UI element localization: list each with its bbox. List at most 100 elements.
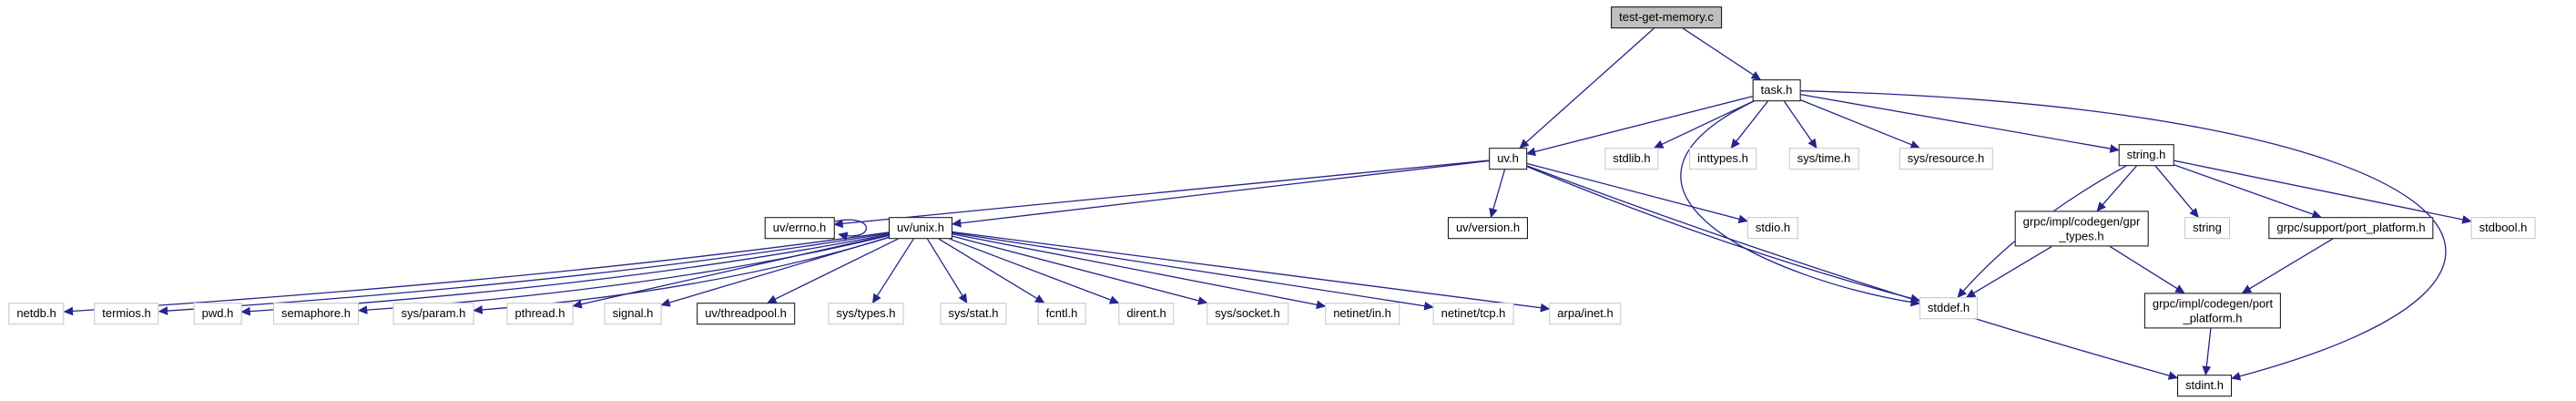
node-netinet-tcp-h: netinet/tcp.h [1432, 303, 1514, 324]
node-inttypes-h: inttypes.h [1689, 148, 1756, 170]
node-stdbool-h: stdbool.h [2470, 217, 2536, 239]
node-label: sys/time.h [1797, 151, 1851, 166]
edge-task-h--stdint-h [1800, 90, 2447, 381]
edge-gpr-types-h--codegen-port-platform-h [2110, 246, 2185, 293]
edge-test-get-memory-c--task-h [1682, 27, 1762, 80]
node-uv-h[interactable]: uv.h [1489, 148, 1527, 170]
edge-task-h--sys-resource-h [1800, 99, 1920, 149]
node-label: signal.h [612, 306, 654, 321]
edge-uv-unix-h--semaphore-h [357, 234, 890, 314]
edge-task-h--stddef-h [1680, 100, 1920, 307]
edge-uv-unix-h--signal-h [660, 236, 890, 307]
node-label: stdio.h [1755, 221, 1791, 235]
node-label: stddef.h [1927, 301, 1970, 315]
node-pthread-h: pthread.h [506, 303, 574, 324]
node-label: string [2193, 221, 2222, 235]
node-stdint-h[interactable]: stdint.h [2177, 375, 2232, 396]
node-label: uv/errno.h [772, 221, 827, 235]
edge-gpr-types-h--stddef-h [1965, 246, 2052, 298]
edge-string-h--string [2154, 165, 2199, 219]
edge-task-h--string-h [1800, 93, 2120, 153]
node-arpa-inet-h: arpa/inet.h [1549, 303, 1622, 324]
node-label: pwd.h [201, 306, 234, 321]
node-string-h[interactable]: string.h [2118, 144, 2174, 166]
edge-uv-h--stdio-h [1526, 162, 1748, 223]
node-semaphore-h: semaphore.h [273, 303, 359, 324]
node-codegen-port-platform-h[interactable]: grpc/impl/codegen/port_platform.h [2143, 293, 2282, 329]
node-label: sys/types.h [836, 306, 896, 321]
edge-task-h--sys-time-h [1783, 100, 1817, 149]
node-label: sys/socket.h [1215, 306, 1280, 321]
node-support-port-platform-h[interactable]: grpc/support/port_platform.h [2268, 217, 2434, 239]
node-task-h[interactable]: task.h [1752, 79, 1801, 101]
node-sys-stat-h: sys/stat.h [940, 303, 1007, 324]
node-label: uv/version.h [1455, 221, 1521, 235]
node-label: uv.h [1497, 151, 1519, 166]
node-label: _platform.h [2183, 311, 2243, 324]
edge-uv-unix-h--netdb-h [63, 231, 890, 316]
node-sys-param-h: sys/param.h [392, 303, 474, 324]
node-termios-h: termios.h [94, 303, 159, 324]
edge-uv-h--stddef-h [1526, 166, 1920, 303]
edge-string-h--gpr-types-h [2096, 165, 2138, 212]
edge-support-port-platform-h--codegen-port-platform-h [2241, 238, 2334, 293]
node-label: sys/param.h [401, 306, 466, 321]
node-label: task.h [1760, 83, 1793, 98]
edge-test-get-memory-c--uv-h [1519, 27, 1655, 149]
node-label: stdbool.h [2479, 221, 2528, 235]
node-label: uv/unix.h [896, 221, 945, 235]
node-test-get-memory-c: test-get-memory.c [1611, 6, 1722, 28]
edge-uv-unix-h--termios-h [158, 232, 890, 315]
node-label: pthread.h [514, 306, 565, 321]
edge-uv-unix-h--sys-types-h [871, 238, 915, 304]
node-sys-time-h: sys/time.h [1788, 148, 1859, 170]
edge-string-h--support-port-platform-h [2174, 164, 2322, 219]
node-label: stdint.h [2185, 378, 2224, 393]
node-stddef-h: stddef.h [1919, 297, 1979, 319]
edge-uv-unix-h--fcntl-h [938, 238, 1045, 303]
node-label: sys/resource.h [1907, 151, 1985, 166]
node-sys-resource-h: sys/resource.h [1899, 148, 1993, 170]
edge-task-h--stdlib-h [1654, 100, 1755, 149]
node-uv-threadpool-h[interactable]: uv/threadpool.h [697, 303, 795, 324]
node-dirent-h: dirent.h [1118, 303, 1175, 324]
node-label: stdlib.h [1613, 151, 1651, 166]
node-label: netinet/tcp.h [1441, 306, 1506, 321]
node-label: uv/threadpool.h [705, 306, 787, 321]
edge-uv-unix-h--pthread-h [572, 234, 890, 309]
edge-uv-unix-h--dirent-h [948, 238, 1120, 304]
edge-uv-h--uv-version-h [1489, 169, 1506, 219]
edge-uv-h--uv-unix-h [951, 159, 1490, 228]
node-label: inttypes.h [1697, 151, 1748, 166]
node-label: semaphore.h [281, 306, 351, 321]
node-uv-unix-h[interactable]: uv/unix.h [888, 217, 953, 239]
edge-uv-unix-h--arpa-inet-h [952, 231, 1551, 313]
edge-uv-unix-h--netinet-in-h [952, 233, 1327, 310]
node-label: sys/stat.h [948, 306, 999, 321]
node-netinet-in-h: netinet/in.h [1325, 303, 1400, 324]
node-gpr-types-h[interactable]: grpc/impl/codegen/gpr_types.h [2014, 211, 2149, 247]
node-label: fcntl.h [1045, 306, 1078, 321]
edge-uv-unix-h--sys-socket-h [952, 235, 1208, 305]
node-label: grpc/impl/codegen/port [2152, 296, 2274, 311]
node-label: netinet/in.h [1333, 306, 1391, 321]
node-uv-errno-h[interactable]: uv/errno.h [764, 217, 835, 239]
node-label: netdb.h [16, 306, 56, 321]
edge-uv-h--stdint-h [1526, 165, 2179, 380]
node-pwd-h: pwd.h [193, 303, 242, 324]
node-uv-version-h[interactable]: uv/version.h [1447, 217, 1529, 239]
node-fcntl-h: fcntl.h [1037, 303, 1086, 324]
node-label: dirent.h [1126, 306, 1166, 321]
edge-uv-unix-h--netinet-tcp-h [952, 231, 1434, 311]
node-label: arpa/inet.h [1557, 306, 1614, 321]
edge-uv-unix-h--sys-stat-h [926, 238, 968, 304]
node-label: grpc/impl/codegen/gpr [2022, 214, 2141, 229]
node-sys-types-h: sys/types.h [828, 303, 904, 324]
node-stdio-h: stdio.h [1746, 217, 1799, 239]
edge-string-h--stdbool-h [2174, 159, 2472, 224]
edge-task-h--inttypes-h [1730, 100, 1769, 149]
node-string: string [2184, 217, 2230, 239]
node-sys-socket-h: sys/socket.h [1207, 303, 1288, 324]
node-stdlib-h: stdlib.h [1604, 148, 1659, 170]
